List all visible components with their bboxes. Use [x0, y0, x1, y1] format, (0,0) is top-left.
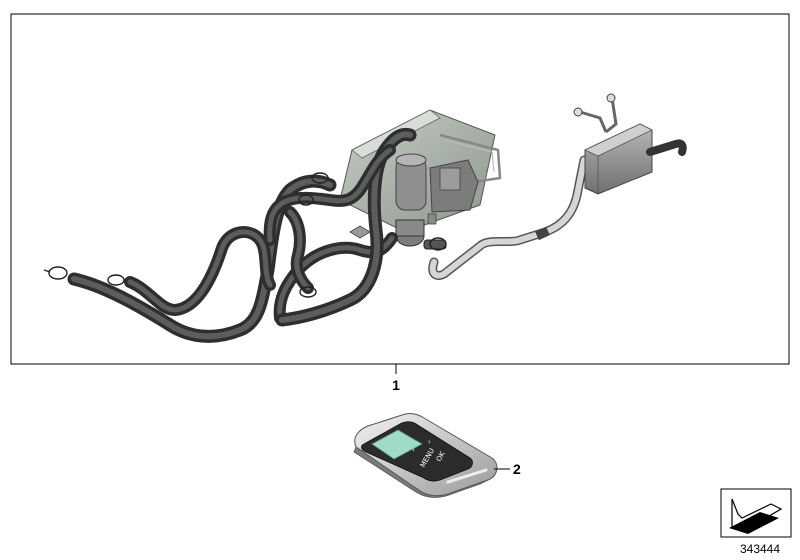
remote-right-arrow: › [428, 438, 431, 446]
kit-frame [10, 13, 790, 365]
callout-2: 2 [513, 461, 521, 477]
remote-left-arrow: ‹ [412, 446, 415, 454]
orientation-arrow-icon [720, 488, 792, 538]
heater-kit-illustration [43, 93, 687, 343]
remote-screen [371, 429, 423, 460]
callout-1: 1 [392, 377, 400, 393]
hose-clamps [43, 172, 447, 298]
reference-number: 343444 [740, 542, 780, 556]
coolant-hoses [67, 127, 417, 343]
remote-control-illustration: › ‹ MENU OK [353, 413, 498, 498]
